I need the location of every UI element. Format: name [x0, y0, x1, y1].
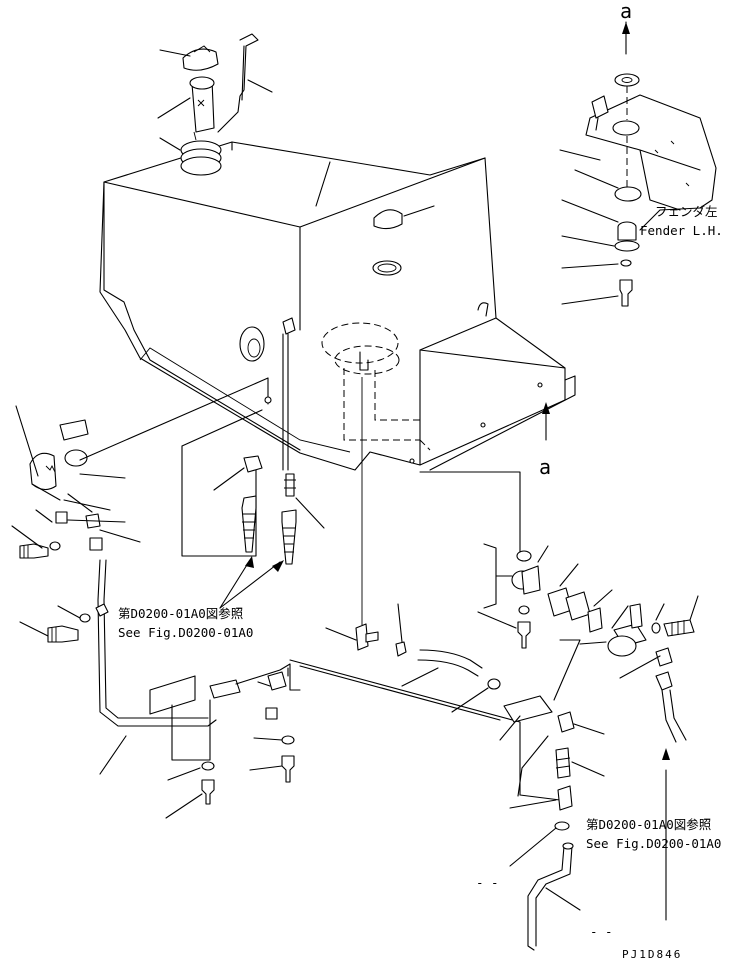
ref-right-en: See Fig.D0200-01A0 [586, 836, 721, 851]
view-marker-lower: a [539, 455, 551, 479]
drawing-code: PJ1D846 [622, 948, 682, 960]
leader-lines [157, 49, 435, 217]
filler-cap-assembly [180, 33, 259, 176]
dim-mark-1: - - [476, 875, 499, 890]
fuel-tank [99, 141, 576, 471]
drain-hidden-lines [321, 322, 431, 625]
view-arrow-lower: a [539, 402, 551, 479]
view-marker-upper: a [620, 0, 632, 23]
left-side-parts: 第D0200-01A0図参照 See Fig.D0200-01A0 [11, 377, 325, 819]
tank-hook [477, 302, 489, 317]
fender-label-jp: フェンダ左 [655, 204, 718, 219]
breather-cap [372, 209, 403, 276]
fender-detail: a フェンダ左 Fender L.H. [559, 0, 723, 307]
center-parts [289, 603, 561, 801]
ref-left-en: See Fig.D0200-01A0 [118, 625, 253, 640]
level-gauge [239, 317, 296, 471]
ref-left-jp: 第D0200-01A0図参照 [118, 606, 243, 621]
ref-right-jp: 第D0200-01A0図参照 [586, 817, 711, 832]
fender-label-en: Fender L.H. [640, 223, 723, 238]
dim-mark-2: - - [590, 924, 613, 939]
right-side-parts: - - - - 第D0200-01A0図参照 See Fig.D0200-01A… [419, 471, 721, 951]
